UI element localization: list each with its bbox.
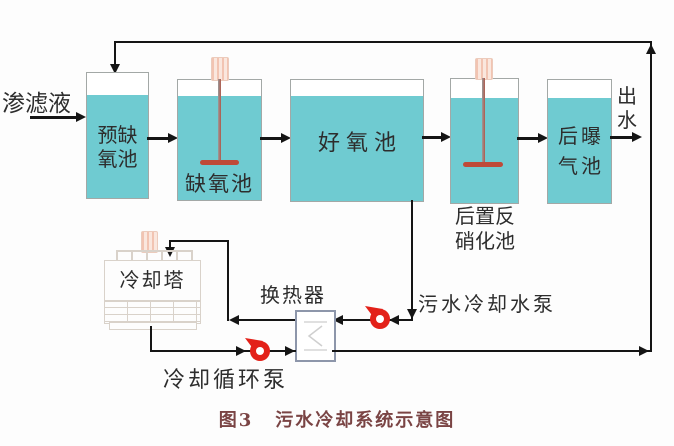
arrow-left-into-hx-icon (333, 315, 343, 325)
post-denitrification-label: 后置反 硝化池 (455, 204, 515, 253)
flow-line-t3-t4 (422, 136, 443, 139)
arrow-right-into-hx-icon (285, 346, 295, 356)
pre-anoxic-tank-label: 预缺 氧池 (97, 123, 138, 171)
arrow-right-to-riser-icon (639, 346, 649, 356)
recirculation-line-top (114, 41, 652, 43)
arrow-up-icon (646, 44, 656, 54)
influent-label: 渗滤液 (2, 91, 71, 117)
tower-body: 冷却塔 (104, 260, 201, 302)
arrow-down-into-preanoxic-icon (110, 64, 120, 74)
effluent-line (610, 136, 634, 139)
arrow-left-to-tower-icon (229, 315, 239, 325)
arrow-t3-t4-icon (441, 132, 451, 142)
heat-exchanger (295, 310, 336, 362)
figure-title: 污水冷却系统示意图 (275, 410, 456, 431)
aerobic-tank-label: 好氧池 (317, 131, 402, 156)
stirrer-motor-icon (475, 58, 493, 80)
arrow-left-into-pump-icon (389, 315, 399, 325)
post-aeration-tank: 后曝 气池 (547, 79, 612, 204)
anoxic-tank-label: 缺氧池 (185, 172, 254, 196)
flow-line-t2-t3 (260, 137, 283, 140)
arrow-t1-t2-icon (168, 133, 178, 143)
cooling-tower-label: 冷却塔 (119, 268, 186, 292)
tower-return-riser (227, 240, 229, 321)
pre-anoxic-tank: 预缺 氧池 (86, 72, 149, 199)
post-aeration-tank-label: 后曝 气池 (558, 124, 604, 178)
figure-number: 图3 (218, 410, 254, 431)
tower-outlet-drop (150, 326, 152, 352)
tower-to-hx-line (150, 350, 296, 352)
flow-line-t1-t2 (147, 137, 170, 140)
influent-arrow-icon (76, 112, 86, 122)
stirrer-shaft-icon (482, 78, 485, 163)
arrow-t2-t3-icon (281, 133, 291, 143)
arrow-t4-t5-icon (538, 133, 548, 143)
influent-line (30, 116, 78, 119)
hx-to-tower-line (231, 319, 295, 321)
sewage-pump-label: 污水冷却水泵 (418, 292, 556, 316)
water-fill (291, 96, 423, 201)
effluent-arrow-icon (632, 132, 642, 142)
stirrer-motor-icon (211, 57, 229, 81)
cooling-pump-icon (245, 338, 270, 361)
arrow-right-into-pump-icon (236, 346, 246, 356)
hx-return-line (332, 350, 652, 352)
tower-inlet-drop (169, 240, 171, 248)
recirculation-line-right (650, 41, 652, 352)
heat-exchanger-plates-icon (304, 321, 327, 351)
water-fill (548, 98, 611, 203)
sewage-pump-icon (365, 306, 390, 329)
sewage-drop-line (411, 200, 413, 320)
tower-return-top-line (170, 240, 229, 242)
tower-basin (109, 322, 197, 330)
stirrer-paddle-icon (463, 162, 503, 167)
heat-exchanger-label: 换热器 (260, 283, 326, 307)
effluent-label: 出 水 (617, 84, 637, 132)
arrow-down-sewage-icon (407, 309, 417, 319)
water-fill (87, 95, 148, 198)
figure-caption: 图3 污水冷却系统示意图 (0, 406, 674, 432)
flow-line-t4-t5 (517, 137, 540, 140)
stirrer-shaft-icon (218, 79, 221, 161)
aerobic-tank: 好氧池 (290, 79, 424, 202)
tower-louvers (104, 300, 201, 324)
tower-crown (116, 250, 193, 262)
cooling-pump-label: 冷却循环泵 (163, 368, 289, 393)
recirculation-drop-line (114, 41, 116, 65)
stirrer-paddle-icon (200, 160, 239, 165)
